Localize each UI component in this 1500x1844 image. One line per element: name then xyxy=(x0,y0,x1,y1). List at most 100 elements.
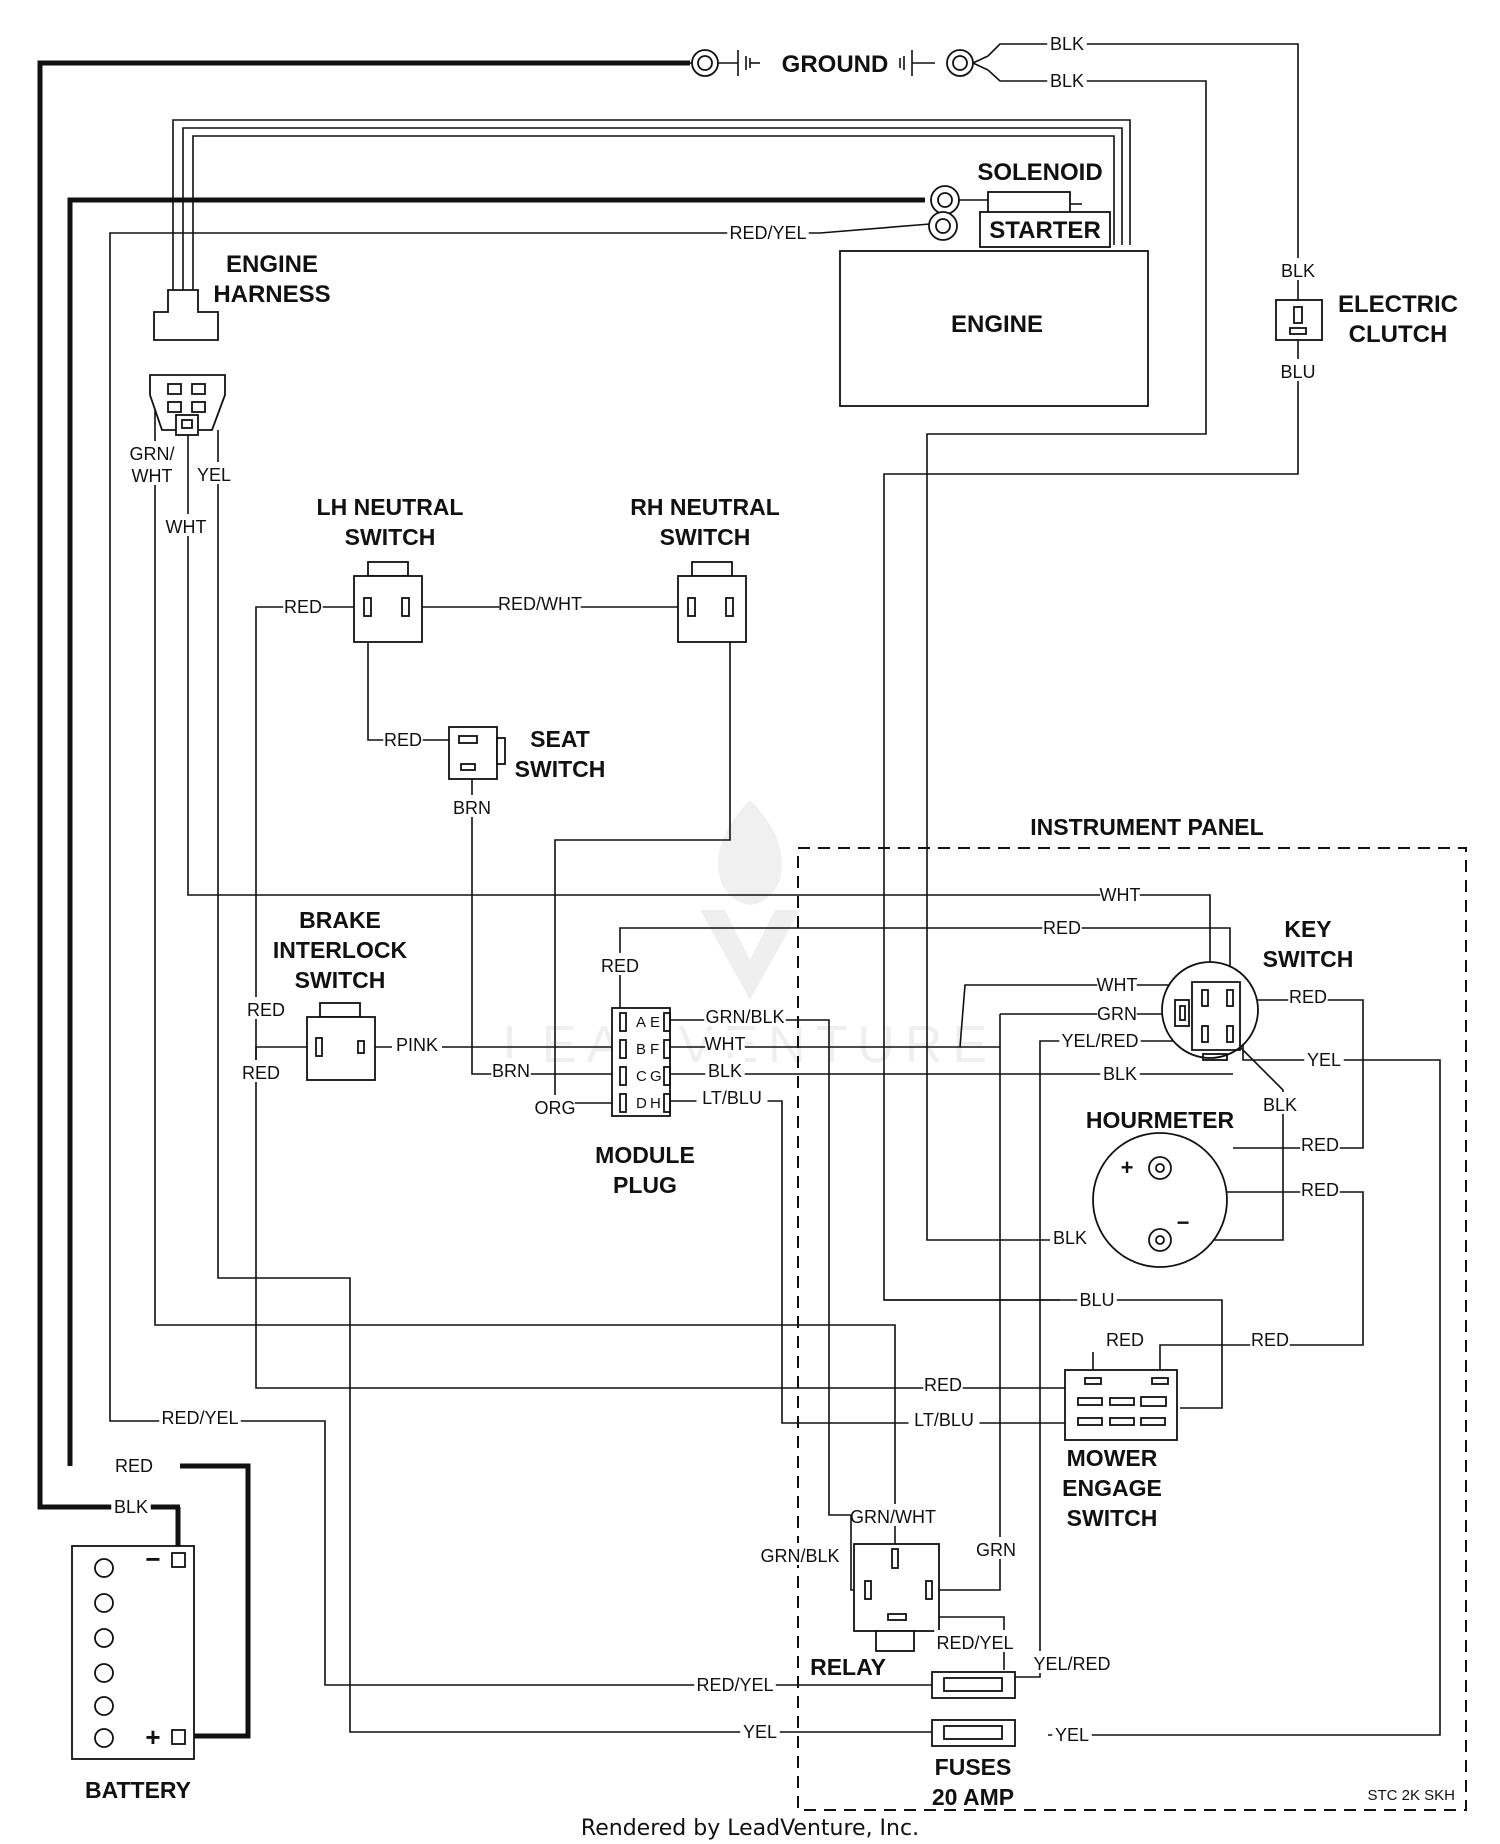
fuses: FUSES 20 AMP xyxy=(931,1671,1016,1810)
wire-label-text: YEL/RED xyxy=(1033,1654,1110,1674)
module-pin-h: H xyxy=(650,1095,661,1112)
mower-engage-switch: MOWER ENGAGE SWITCH xyxy=(1062,1369,1178,1531)
wire-label-text: RED xyxy=(601,956,639,976)
flame-logo-icon xyxy=(700,800,800,1000)
module-pin-e: E xyxy=(650,1014,660,1031)
wire-label-text: RED xyxy=(115,1456,153,1476)
wire-label-text: RED xyxy=(284,597,322,617)
key-switch: KEY SWITCH xyxy=(1161,916,1354,1061)
module-plug: A B C D E F G H MODULE PLUG xyxy=(595,1007,695,1198)
electric-clutch-label-2: CLUTCH xyxy=(1349,321,1448,348)
wire-label-background xyxy=(1304,1047,1344,1069)
wire-label-text: BLK xyxy=(114,1497,148,1517)
wire-label-key-blk: BLK xyxy=(1260,1092,1300,1115)
wire-label-text: BLK xyxy=(1263,1095,1297,1115)
hourmeter-label: HOURMETER xyxy=(1086,1107,1235,1133)
wire-label-fuse-red-yel: RED/YEL xyxy=(694,1672,776,1695)
wire-label-text: YEL xyxy=(743,1722,777,1742)
engine-harness: ENGINE HARNESS xyxy=(149,251,331,436)
wire-label-background xyxy=(1300,1132,1340,1154)
wire-label-background xyxy=(694,1672,776,1694)
wire-label-module-org: ORG xyxy=(534,1095,576,1118)
wire-label-text: LT/BLU xyxy=(914,1410,974,1430)
wire-label-text: GRN xyxy=(976,1540,1016,1560)
wire-label-text: RED xyxy=(247,1000,285,1020)
wire-label-text: BLK xyxy=(1281,261,1315,281)
engine-harness-connector-top xyxy=(153,289,219,341)
wire-label-starter-red-yel: RED/YEL xyxy=(727,220,809,243)
wire-label-ground-blk-2: BLK xyxy=(1047,68,1087,91)
wire-label-text: GRN xyxy=(1097,1004,1137,1024)
instrument-panel-outline xyxy=(797,847,1467,1811)
wire-label-background xyxy=(241,1060,281,1082)
wire-label-background xyxy=(1100,1061,1140,1083)
wire-label-text: BLK xyxy=(1103,1064,1137,1084)
solenoid-terminal-2-icon xyxy=(928,211,958,241)
wire-label-battery-red: RED xyxy=(114,1453,154,1476)
hourmeter-plus-sign: + xyxy=(1121,1155,1134,1180)
wire-label-text: GRN/BLK xyxy=(705,1007,784,1027)
module-plug-label-1: MODULE xyxy=(595,1142,695,1168)
module-pin-b: B xyxy=(636,1041,646,1058)
engine-harness-label-2: HARNESS xyxy=(213,281,330,308)
wire-label-background xyxy=(908,1407,980,1429)
module-pin-a: A xyxy=(636,1014,646,1031)
module-plug-label-2: PLUG xyxy=(613,1172,677,1198)
seat-switch: SEAT SWITCH xyxy=(448,726,605,782)
relay-body xyxy=(853,1543,940,1632)
hourmeter: HOURMETER + − xyxy=(1086,1107,1235,1268)
brake-interlock-switch-label-1: BRAKE xyxy=(299,907,381,933)
wire-label-text: WHT xyxy=(132,466,173,486)
wire-label-background xyxy=(246,997,286,1019)
wire-label-text: GRN/WHT xyxy=(850,1507,936,1527)
wire-label-text: BLK xyxy=(708,1061,742,1081)
lh-neutral-switch-label-2: SWITCH xyxy=(345,524,436,550)
wire-label-background xyxy=(166,514,206,536)
rh-neutral-switch-body xyxy=(677,575,747,643)
brake-interlock-switch-label-3: SWITCH xyxy=(295,967,386,993)
wire-label-background xyxy=(491,1058,531,1080)
drawing-code: STC 2K SKH xyxy=(1367,1787,1455,1804)
wire-label-text: RED xyxy=(242,1063,280,1083)
mower-engage-switch-label-3: SWITCH xyxy=(1067,1505,1158,1531)
wire-label-text: RED xyxy=(1106,1330,1144,1350)
hourmeter-plus-terminal-icon xyxy=(1148,1156,1172,1180)
wire-label-text: BLK xyxy=(1053,1228,1087,1248)
wire-label-key-yel-red: YEL/RED xyxy=(1059,1028,1141,1051)
wire-label-background xyxy=(1047,31,1087,53)
battery-plus-sign: + xyxy=(145,1722,160,1752)
fuses-label-2: 20 AMP xyxy=(932,1784,1014,1810)
wire-label-text: WHT xyxy=(166,517,207,537)
watermark: LEADVENTURE xyxy=(503,800,987,1074)
wire-label-text: LT/BLU xyxy=(702,1088,762,1108)
mower-engage-switch-label-1: MOWER xyxy=(1067,1445,1158,1471)
wire-label-text: ORG xyxy=(534,1098,575,1118)
wire-label-background xyxy=(1042,915,1082,937)
hourmeter-body xyxy=(1092,1132,1228,1268)
wire-label-text: RED xyxy=(1301,1135,1339,1155)
wire-label-text: RED/YEL xyxy=(161,1408,238,1428)
electric-clutch-label-1: ELECTRIC xyxy=(1338,291,1458,318)
wire-label-background xyxy=(934,1630,1016,1652)
wire-label-text: GRN/ xyxy=(130,444,175,464)
instrument-panel-label: INSTRUMENT PANEL xyxy=(1030,814,1263,840)
wire-label-brake-pink: PINK xyxy=(392,1032,442,1055)
fuse-1 xyxy=(931,1671,1016,1699)
wire-label-harness-wht: WHT xyxy=(166,514,207,537)
wire-label-background xyxy=(1047,68,1087,90)
wire-label-background xyxy=(696,1085,768,1107)
wire-label-text: YEL xyxy=(197,465,231,485)
wire-label-module-wht: WHT xyxy=(705,1031,745,1054)
wire-label-mower-red-top: RED xyxy=(1105,1327,1145,1350)
ground-assembly: GROUND xyxy=(690,49,989,78)
wire-label-background xyxy=(1077,1287,1117,1309)
wire-label-background xyxy=(1278,258,1318,280)
wire-label-fuse-yel-left: YEL xyxy=(740,1719,780,1742)
wire-label-panel-wht: WHT xyxy=(1100,882,1140,905)
wire-label-relay-grn-wht: GRN/WHT xyxy=(850,1504,936,1527)
key-switch-label-2: SWITCH xyxy=(1263,946,1354,972)
wire-label-hour-red-1: RED xyxy=(1300,1132,1340,1155)
wire-label-background xyxy=(127,441,177,485)
wire-label-clutch-blk: BLK xyxy=(1278,258,1318,281)
wire-label-text: RED/YEL xyxy=(936,1633,1013,1653)
